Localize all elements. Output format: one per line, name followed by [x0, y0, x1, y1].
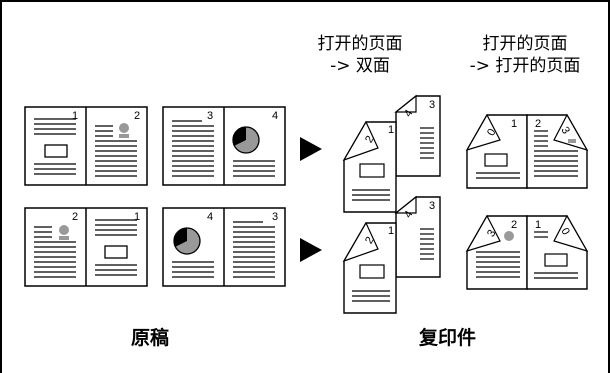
page-number: 3: [429, 99, 435, 111]
page-number: 4: [207, 211, 213, 223]
header-open-to-open: 打开的页面 -> 打开的页面: [455, 33, 595, 77]
original-spread-4-3: [162, 207, 286, 287]
duplex-copy-stack: [342, 94, 441, 213]
header-line: 打开的页面: [317, 34, 403, 54]
original-spread-3-4: [162, 106, 286, 186]
page-number: 1: [535, 219, 541, 231]
caption-originals: 原稿: [131, 327, 170, 349]
page-number: 3: [429, 200, 435, 212]
header-line: 打开的页面: [482, 34, 568, 54]
caption-copies: 复印件: [419, 327, 477, 349]
header-open-to-duplex: 打开的页面 -> 双面: [300, 33, 420, 77]
page-number: 0: [558, 226, 571, 237]
header-line: -> 双面: [330, 56, 390, 76]
original-spread-2-1: [24, 207, 148, 287]
page-number: 2: [72, 211, 78, 223]
page-number: 3: [272, 211, 278, 223]
page-number: 3: [207, 110, 213, 122]
page-number: 1: [511, 118, 517, 130]
arrow-right-icon: [300, 137, 322, 161]
page-number: 1: [72, 110, 78, 122]
page-number: 2: [535, 118, 541, 130]
page-number: 2: [134, 110, 140, 122]
original-spread-1-2: [24, 106, 148, 186]
page-number: 0: [485, 127, 498, 138]
page-number: 3: [558, 125, 571, 136]
duplex-copy-stack: [342, 195, 441, 314]
page-number: 4: [272, 110, 278, 122]
page-number: 4: [402, 108, 415, 119]
header-line: -> 打开的页面: [469, 56, 581, 76]
page-number: 1: [388, 124, 394, 136]
page-number: 2: [363, 134, 376, 145]
open-copy-spread: [465, 214, 589, 290]
page-number: 3: [485, 228, 498, 239]
page-number: 1: [388, 225, 394, 237]
open-copy-spread: [465, 113, 589, 189]
page-number: 1: [134, 211, 140, 223]
page-number: 2: [363, 235, 376, 246]
page-number: 4: [402, 209, 415, 220]
page-number: 2: [511, 219, 517, 231]
arrow-right-icon: [300, 238, 322, 262]
